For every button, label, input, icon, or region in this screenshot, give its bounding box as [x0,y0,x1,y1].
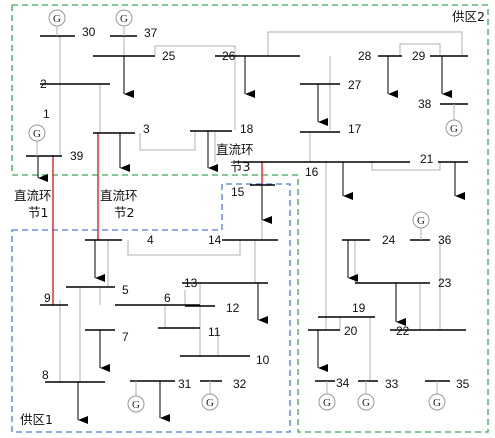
bus-label-3: 3 [143,122,150,136]
bus-label-1: 1 [43,107,50,121]
bus-label-11: 11 [208,325,221,339]
bus-label-36: 36 [438,233,452,247]
bus-label-32: 32 [233,377,247,391]
bus-label-18: 18 [240,122,254,136]
annotation-labels: 供区2 供区1 直流环节1 直流环节2 直流环节3 [14,9,485,427]
generator-31-symbol: G [132,399,140,411]
generator-37: G [115,9,133,27]
bus-label-4: 4 [147,233,154,247]
generator-32-symbol: G [206,397,214,409]
bus-label-38: 38 [418,97,432,111]
generator-39: G [28,124,46,142]
dc-link-3-label-line1: 直流环节3 [216,142,254,174]
generator-31: G [127,395,145,413]
bus-label-29: 29 [412,49,426,63]
bus-label-16: 16 [305,165,319,179]
dc-link-2-label-line1: 直流环节2 [100,188,138,220]
bus-label-25: 25 [162,49,176,63]
bus-label-9: 9 [44,291,51,305]
generator-33: G [357,393,375,411]
bus-label-30: 30 [82,25,96,39]
bus-label-26: 26 [222,49,236,63]
bus-label-14: 14 [208,233,222,247]
bus-label-28: 28 [358,49,372,63]
generator-35-symbol: G [433,397,441,409]
bus-label-17: 17 [348,122,362,136]
bus-label-2: 2 [40,77,47,91]
generator-30: G [48,9,66,27]
generator-32: G [201,393,219,411]
bus-label-13: 13 [184,276,198,290]
branch-lines [59,31,463,382]
generator-37-symbol: G [120,13,128,25]
generator-34: G [318,393,336,411]
bus-label-31: 31 [178,377,192,391]
generator-38-symbol: G [450,123,458,135]
generator-35: G [428,393,446,411]
buses [26,35,468,383]
generator-36-symbol: G [417,215,425,227]
dc-link-1-label-line1: 直流环节1 [14,188,52,220]
generator-36: G [412,211,430,229]
bus-label-27: 27 [348,78,362,92]
generator-30-symbol: G [53,13,61,25]
bus-label-19: 19 [352,301,366,315]
area1-border [11,183,291,433]
bus-label-6: 6 [164,291,171,305]
bus-label-22: 22 [396,324,410,338]
bus-label-24: 24 [382,233,396,247]
bus-label-15: 15 [231,185,245,199]
bus-label-10: 10 [256,353,270,367]
area2-label: 供区2 [452,9,485,24]
bus-label-37: 37 [144,26,158,40]
loads [37,56,465,424]
bus-label-8: 8 [42,368,49,382]
bus-label-23: 23 [438,276,452,290]
generator-33-symbol: G [362,397,370,409]
generator-34-symbol: G [323,397,331,409]
bus-label-34: 34 [336,376,350,390]
area1-label: 供区1 [20,412,53,427]
generator-39-symbol: G [33,128,41,140]
area2-border [11,4,489,433]
dc-links [52,133,263,305]
generator-38: G [445,119,463,137]
bus-label-21: 21 [420,152,434,166]
bus-label-33: 33 [385,377,399,391]
bus-label-35: 35 [456,377,470,391]
generator-stems [36,27,455,396]
bus-label-12: 12 [226,301,240,315]
bus-labels: 30 37 25 26 28 29 2 27 38 1 3 18 17 39 2… [40,25,470,391]
bus-label-39: 39 [70,149,84,163]
bus-label-5: 5 [122,283,129,297]
bus-label-7: 7 [122,330,129,344]
bus-label-20: 20 [344,324,358,338]
generators: G G G G G G G G [28,9,463,413]
